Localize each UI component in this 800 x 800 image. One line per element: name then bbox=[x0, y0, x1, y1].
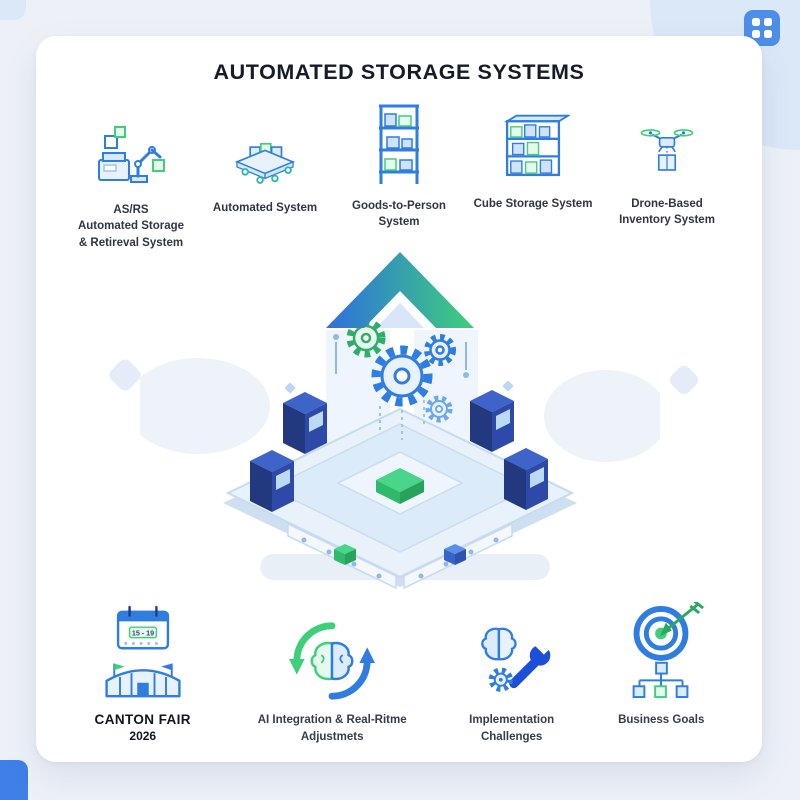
info-label: Business Goals bbox=[618, 714, 705, 726]
target-flowchart-icon bbox=[632, 602, 705, 698]
isometric-warehouse-illustration bbox=[140, 252, 660, 590]
system-item-goods-to-person: Goods-to-Person System bbox=[334, 98, 464, 251]
svg-text:15 - 19: 15 - 19 bbox=[132, 629, 154, 637]
icon-box bbox=[469, 592, 555, 704]
system-label: Cube Storage System bbox=[473, 198, 593, 210]
system-label: AS/RS Automated Storage & Retireval Syst… bbox=[77, 204, 185, 249]
canton-fair-calendar-venue-icon: 15 - 19 bbox=[105, 605, 181, 698]
cube-storage-shelf-icon bbox=[503, 114, 570, 177]
storage-systems-row: AS/RS Automated Storage & Retireval Syst… bbox=[66, 98, 732, 251]
conveyor-system-icon bbox=[234, 142, 296, 184]
top-left-corner-decoration bbox=[0, 0, 26, 20]
cabinet-lower-left bbox=[250, 450, 294, 512]
info-item-canton-fair: 15 - 19 bbox=[58, 592, 228, 745]
info-label: AI Integration & Real-Ritme Adjustmets bbox=[257, 714, 407, 743]
conveyor-left bbox=[287, 522, 397, 590]
canton-fair-year: 2026 bbox=[129, 729, 157, 743]
system-item-cube-storage: Cube Storage System bbox=[468, 98, 598, 251]
icon-box bbox=[616, 592, 706, 704]
info-item-business-goals: Business Goals bbox=[586, 592, 736, 745]
asrs-robotic-arm-icon bbox=[98, 126, 165, 183]
system-item-drone: Drone-Based Inventory System bbox=[602, 98, 732, 251]
hexagon-decoration-right bbox=[667, 363, 701, 397]
apps-grid-dots bbox=[752, 18, 772, 38]
info-label: Implementation Challenges bbox=[469, 714, 555, 743]
infographic-card: AUTOMATED STORAGE SYSTEMS AS bbox=[36, 36, 762, 762]
conveyor-right bbox=[403, 522, 513, 590]
icon-box: 15 - 19 bbox=[97, 592, 189, 704]
info-row: 15 - 19 bbox=[58, 592, 736, 745]
cabinet-upper-left bbox=[283, 392, 327, 454]
icon-box bbox=[289, 592, 376, 704]
system-label: Drone-Based Inventory System bbox=[619, 198, 715, 227]
up-arrow bbox=[326, 252, 474, 328]
system-item-automated: Automated System bbox=[200, 98, 330, 251]
cabinet-lower-right bbox=[504, 448, 548, 510]
page-title: AUTOMATED STORAGE SYSTEMS bbox=[213, 60, 585, 84]
goods-to-person-rack-icon bbox=[379, 104, 419, 184]
inventory-drone-icon bbox=[640, 129, 694, 171]
cabinet-upper-right bbox=[470, 390, 514, 452]
bottom-left-corner-square bbox=[0, 760, 28, 800]
system-item-asrs: AS/RS Automated Storage & Retireval Syst… bbox=[66, 98, 196, 251]
brain-wrench-gear-icon bbox=[480, 627, 553, 692]
system-label: Automated System bbox=[212, 202, 318, 214]
system-label: Goods-to-Person System bbox=[352, 200, 446, 229]
info-item-ai-integration: AI Integration & Real-Ritme Adjustmets bbox=[228, 592, 437, 745]
info-item-implementation: Implementation Challenges bbox=[437, 592, 587, 745]
ai-loop-brain-icon bbox=[289, 622, 376, 700]
canton-fair-title: CANTON FAIR bbox=[94, 712, 191, 727]
hexagon-decoration-left bbox=[106, 356, 144, 394]
